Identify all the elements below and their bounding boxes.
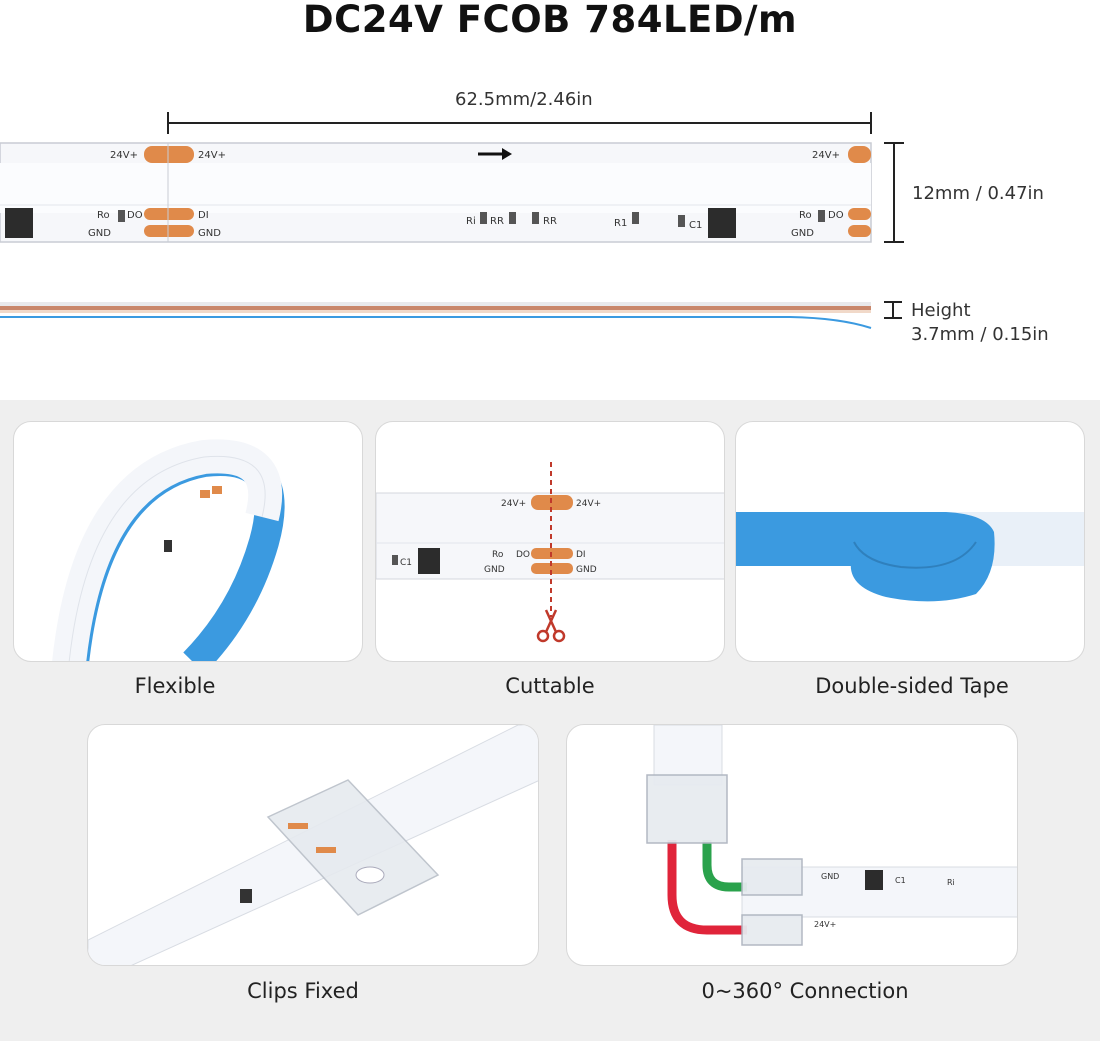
tape-illustration — [736, 512, 1084, 602]
svg-text:C1: C1 — [400, 558, 412, 568]
svg-text:C1: C1 — [689, 220, 702, 231]
svg-text:Ri: Ri — [466, 216, 476, 227]
svg-text:DO: DO — [127, 210, 143, 221]
clips-illustration — [88, 725, 538, 965]
svg-text:24V+: 24V+ — [501, 499, 526, 509]
height-title: Height — [911, 300, 971, 321]
feature-label-connection: 0~360° Connection — [701, 979, 909, 1003]
feature-label-clips: Clips Fixed — [247, 979, 359, 1003]
pad-di-left — [144, 208, 194, 220]
svg-text:DO: DO — [828, 210, 844, 221]
feature-card-clips — [87, 724, 539, 966]
ic-chip-left — [5, 208, 33, 238]
svg-text:RR: RR — [490, 216, 504, 227]
svg-text:Ri: Ri — [947, 878, 955, 887]
svg-text:24V+: 24V+ — [814, 920, 836, 929]
svg-text:DI: DI — [576, 550, 586, 560]
flexible-strip-illustration — [52, 439, 285, 661]
height-value: 3.7mm / 0.15in — [911, 324, 1049, 345]
svg-text:GND: GND — [484, 565, 505, 575]
features-section: Flexible 24V+ 24V+ Ro DO DI — [0, 400, 1100, 1041]
pad-24v-left — [144, 146, 194, 163]
length-label: 62.5mm/2.46in — [455, 89, 593, 110]
scissors-icon — [536, 609, 566, 643]
svg-text:GND: GND — [576, 565, 597, 575]
svg-text:GND: GND — [88, 228, 111, 239]
feature-card-connection: 24V+ GND C1 Ri — [566, 724, 1018, 966]
ic-chip-right — [708, 208, 736, 238]
svg-text:GND: GND — [198, 228, 221, 239]
feature-label-flexible: Flexible — [134, 674, 216, 698]
tape-profile — [0, 316, 872, 329]
svg-text:24V+: 24V+ — [576, 499, 601, 509]
strip-diagram: 24V+ 24V+ 24V+ Ro DO DI GND GND Ri RR RR… — [0, 112, 904, 329]
svg-text:RR: RR — [543, 216, 557, 227]
feature-label-tape: Double-sided Tape — [815, 674, 1009, 698]
direction-arrow-icon — [502, 148, 512, 160]
svg-text:Ro: Ro — [97, 210, 110, 221]
pad-gnd-left — [144, 225, 194, 237]
cuttable-strip-illustration: 24V+ 24V+ Ro DO DI GND GND C1 — [376, 462, 724, 643]
connection-illustration: 24V+ GND C1 Ri — [646, 725, 1017, 946]
svg-text:GND: GND — [791, 228, 814, 239]
strip-spec-drawing: 24V+ 24V+ 24V+ Ro DO DI GND GND Ri RR RR… — [0, 60, 1100, 400]
pad-label-24v: 24V+ — [110, 150, 138, 161]
width-label: 12mm / 0.47in — [912, 183, 1044, 204]
svg-text:DI: DI — [198, 210, 209, 221]
feature-card-cuttable: 24V+ 24V+ Ro DO DI GND GND C1 — [375, 421, 725, 662]
svg-text:Ro: Ro — [492, 550, 504, 560]
feature-card-tape — [735, 421, 1085, 662]
feature-label-cuttable: Cuttable — [505, 674, 595, 698]
svg-text:C1: C1 — [895, 876, 906, 885]
svg-text:24V+: 24V+ — [198, 150, 226, 161]
feature-card-flexible — [13, 421, 363, 662]
svg-text:24V+: 24V+ — [812, 150, 840, 161]
svg-text:R1: R1 — [614, 218, 627, 229]
page-title: DC24V FCOB 784LED/m — [302, 0, 798, 41]
svg-text:GND: GND — [821, 872, 839, 881]
svg-text:Ro: Ro — [799, 210, 812, 221]
svg-text:DO: DO — [516, 550, 530, 560]
